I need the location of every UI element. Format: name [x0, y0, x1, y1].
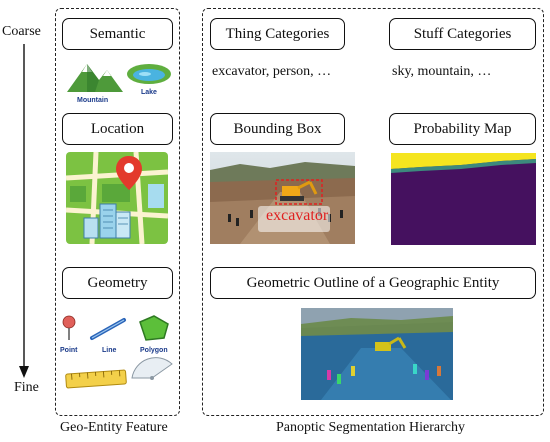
geometry-box: Geometry — [62, 267, 173, 299]
red-bounding-box — [275, 179, 323, 205]
thing-categories-title: Thing Categories — [225, 25, 330, 42]
mountain-icon — [67, 64, 123, 92]
geo-entity-panel — [55, 8, 180, 416]
stuff-categories-box: Stuff Categories — [389, 18, 536, 50]
building-icon — [83, 203, 131, 239]
semantic-illustration: Mountain Lake — [67, 64, 171, 104]
bounding-box-title: Bounding Box — [233, 120, 322, 137]
panoptic-panel — [202, 8, 544, 416]
probability-map-image — [391, 153, 536, 245]
polygon-label: Polygon — [140, 347, 168, 354]
map-pin-illustration — [66, 152, 168, 244]
coarse-to-fine-arrow — [19, 44, 29, 378]
axis-label-coarse: Coarse — [2, 24, 41, 39]
semantic-box: Semantic — [62, 18, 173, 50]
bounding-box-box: Bounding Box — [210, 113, 345, 145]
ruler-icon — [65, 369, 127, 389]
segmented-excavator — [375, 336, 407, 351]
location-title: Location — [90, 120, 145, 137]
polygon-icon — [139, 315, 169, 341]
bounding-box-photo — [210, 152, 355, 244]
geometric-outline-box: Geometric Outline of a Geographic Entity — [210, 267, 536, 299]
lake-icon — [127, 64, 171, 84]
geometric-outline-title: Geometric Outline of a Geographic Entity — [246, 274, 500, 291]
thing-categories-examples: excavator, person, … — [212, 64, 332, 79]
point-label: Point — [60, 347, 78, 354]
stuff-categories-title: Stuff Categories — [413, 25, 512, 42]
semantic-title: Semantic — [89, 25, 146, 42]
probability-map-box: Probability Map — [389, 113, 536, 145]
excavator-object — [280, 180, 318, 201]
thing-categories-box: Thing Categories — [210, 18, 345, 50]
location-box: Location — [62, 113, 173, 145]
location-pin-icon — [116, 156, 142, 190]
lake-label: Lake — [141, 89, 157, 96]
protractor-icon — [131, 357, 173, 380]
excavator-label: excavator — [266, 207, 329, 224]
line-label: Line — [102, 347, 116, 354]
mountain-label: Mountain — [77, 97, 108, 104]
line-icon — [90, 318, 126, 340]
stuff-categories-examples: sky, mountain, … — [392, 64, 492, 79]
geometry-title: Geometry — [87, 274, 148, 291]
panoptic-caption: Panoptic Segmentation Hierarchy — [276, 420, 465, 435]
point-icon — [62, 315, 76, 340]
geometry-illustration: Point Line Polygon — [60, 315, 173, 389]
probability-map-title: Probability Map — [413, 120, 512, 137]
panoptic-segmentation-image — [301, 308, 453, 400]
axis-label-fine: Fine — [14, 380, 39, 395]
geo-entity-caption: Geo-Entity Feature — [60, 420, 168, 435]
